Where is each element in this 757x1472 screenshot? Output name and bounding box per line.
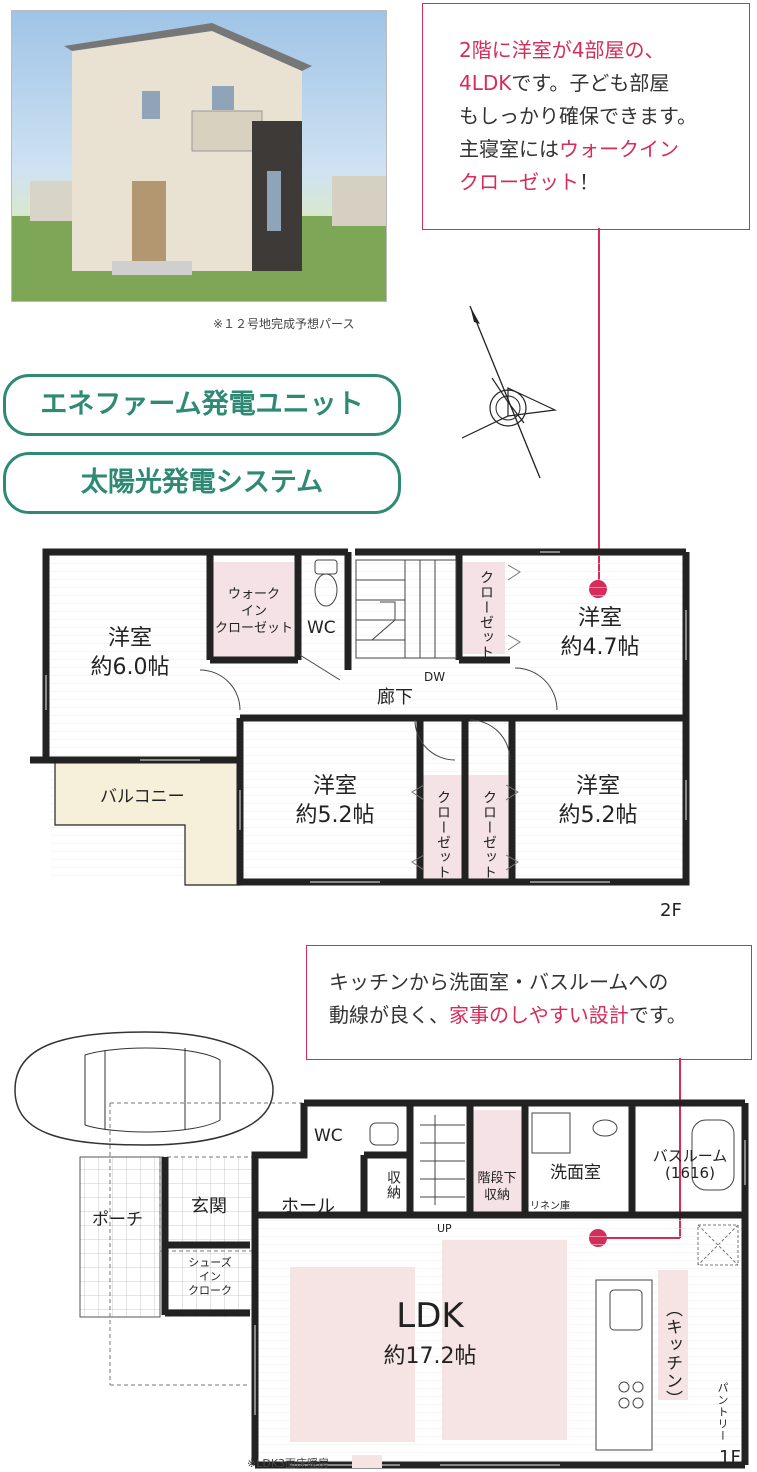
house-illustration — [12, 23, 386, 301]
callout-2f-line: 主寝室にはウォークイン — [459, 133, 749, 166]
hallway-label: 廊下 — [377, 687, 413, 708]
shoes-line-3: クローク — [188, 1284, 232, 1297]
room-b-name: 洋室 — [577, 606, 622, 631]
callout-2f-line: 4LDKです。子ども部屋 — [459, 67, 749, 100]
callout-1f-line: キッチンから洗面室・バスルームへの — [329, 966, 751, 999]
floor-2f-label: 2F — [660, 900, 682, 921]
room-c-size: 約5.2帖 — [295, 803, 375, 828]
under-stair-label: 階段下 収納 — [472, 1170, 522, 1204]
storage-label: 収納 — [385, 1170, 401, 1200]
bathroom-label: バスルーム (1616) — [640, 1148, 740, 1182]
dw-label: DW — [424, 670, 446, 684]
callout-2f-segment: クローゼット — [459, 170, 579, 194]
ldk-label: LDK — [396, 1296, 464, 1336]
shoes-line-1: シューズ — [188, 1256, 232, 1269]
wic-line-1: ウォーク — [227, 587, 280, 602]
callout-1f-segment: キッチンから洗面室・バスルームへの — [329, 970, 669, 994]
compass-icon — [461, 305, 558, 479]
washroom-label: 洗面室 — [550, 1163, 601, 1183]
floor-plan-1f — [79, 1099, 749, 1469]
wic-line-3: クローゼット — [214, 621, 293, 636]
closet-label-b: クローゼット — [478, 570, 494, 660]
room-a-name: 洋室 — [107, 626, 152, 651]
callout-1f-segment: です。 — [628, 1003, 687, 1027]
badge-solar: 太陽光発電システム — [3, 452, 401, 514]
callout-2f-segment: もしっかり確保できます。 — [459, 104, 697, 128]
room-d-name: 洋室 — [575, 774, 620, 799]
porch-label: ポーチ — [92, 1210, 143, 1230]
callout-2f-segment: です。子ども部屋 — [511, 71, 670, 95]
room-a: 洋室 約6.0帖 — [60, 624, 200, 682]
room-d: 洋室 約5.2帖 — [528, 772, 668, 830]
closet-label-d: クローゼット — [481, 790, 497, 880]
bathroom-name: バスルーム — [652, 1147, 728, 1165]
room-b-size: 約4.7帖 — [560, 635, 640, 660]
callout-2f-line: もしっかり確保できます。 — [459, 100, 749, 133]
up-label: UP — [437, 1222, 452, 1235]
balcony-label: バルコニー — [100, 787, 185, 807]
shoes-line-2: イン — [199, 1270, 221, 1283]
room-c: 洋室 約5.2帖 — [265, 772, 405, 830]
shoes-label: シューズ イン クローク — [172, 1256, 248, 1298]
wc-2f-label: WC — [307, 618, 336, 638]
linen-label: リネン庫 — [530, 1201, 570, 1212]
floor-heating-note: ※LDK3面床暖房 — [247, 1457, 330, 1470]
room-a-size: 約6.0帖 — [90, 655, 170, 680]
closet-label-c: クローゼット — [435, 790, 451, 880]
entrance-label: 玄関 — [191, 1196, 227, 1217]
render-caption: ※１２号地完成予想パース — [213, 317, 355, 331]
wic-line-2: イン — [240, 604, 267, 619]
under-stair-line-1: 階段下 — [477, 1171, 517, 1186]
callout-2f-segment: 2階に洋室が4部屋の、 — [459, 38, 665, 62]
callout-2f-line: クローゼット！ — [459, 166, 749, 199]
callout-2f: 2階に洋室が4部屋の、4LDKです。子ども部屋もしっかり確保できます。主寝室には… — [422, 3, 750, 230]
callout-1f-segment: 動線が良く、 — [329, 1003, 449, 1027]
callout-2f-line: 2階に洋室が4部屋の、 — [459, 34, 749, 67]
pantry-label: パントリー — [716, 1382, 729, 1442]
callout-1f-line: 動線が良く、家事のしやすい設計です。 — [329, 999, 751, 1032]
bathroom-size: (1616) — [665, 1164, 715, 1182]
callout-2f-segment: 主寝室には — [459, 137, 559, 161]
room-c-name: 洋室 — [312, 774, 357, 799]
kitchen-label: （キッチン） — [662, 1300, 682, 1408]
callout-2f-segment: ！ — [579, 170, 599, 194]
callout-2f-text: 2階に洋室が4部屋の、4LDKです。子ども部屋もしっかり確保できます。主寝室には… — [423, 4, 749, 199]
floor-plan-2f — [30, 548, 690, 886]
floor-1f-label: 1F — [719, 1447, 741, 1468]
callout-1f: キッチンから洗面室・バスルームへの動線が良く、家事のしやすい設計です。 — [306, 945, 752, 1060]
callout-1f-text: キッチンから洗面室・バスルームへの動線が良く、家事のしやすい設計です。 — [307, 946, 751, 1032]
hall-label: ホール — [281, 1196, 335, 1217]
wc-1f-label: WC — [314, 1126, 343, 1146]
floor-heating-swatch — [352, 1455, 382, 1468]
callout-2f-segment: 4LDK — [459, 71, 512, 95]
callout-2f-segment: ウォークイン — [559, 137, 679, 161]
ldk-size: 約17.2帖 — [383, 1344, 477, 1369]
callout-1f-leader — [679, 1058, 681, 1238]
badge-ene-farm: エネファーム発電ユニット — [3, 374, 401, 436]
callout-2f-leader — [598, 228, 600, 588]
car-icon — [14, 1031, 274, 1146]
room-b: 洋室 約4.7帖 — [530, 604, 670, 662]
under-stair-line-2: 収納 — [483, 1188, 510, 1203]
room-d-size: 約5.2帖 — [558, 803, 638, 828]
exterior-rendering — [11, 10, 387, 302]
walk-in-closet-label: ウォーク イン クローゼット — [213, 586, 295, 637]
callout-1f-segment: 家事のしやすい設計 — [449, 1003, 629, 1027]
